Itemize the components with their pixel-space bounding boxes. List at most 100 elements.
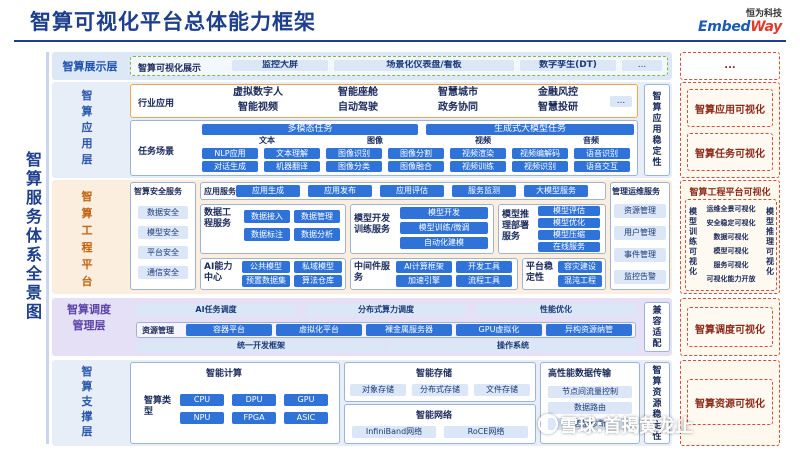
sched-row1-item: 分布式算力调度	[306, 304, 466, 316]
task-item: 图像分类	[326, 161, 382, 172]
net-item: InfiniBand网络	[352, 426, 436, 438]
res-label: 资源管理	[142, 326, 174, 335]
task-item: 图像识别	[326, 148, 382, 159]
infra-stability	[644, 362, 670, 444]
app-stability	[644, 84, 670, 176]
display-layer-name: 智算展示层	[62, 60, 118, 73]
sched-layer-name: 智算调度管理层	[67, 303, 111, 332]
task-item: 视频渲染	[450, 148, 506, 159]
sched-row2-item: 虚拟化平台	[276, 324, 362, 336]
model-dev-item: 自动化建模	[400, 237, 488, 249]
page-title: 智算可视化平台总体能力框架	[30, 10, 316, 34]
modal-head: 音频	[583, 136, 599, 145]
platform-item: 容灾建设	[558, 261, 602, 273]
ai-item: 算法仓库	[294, 275, 342, 287]
task-item: 语音交互	[574, 161, 630, 172]
display-side: ...	[680, 52, 780, 80]
model-dev-label: 模型开发训练服务	[354, 214, 391, 235]
task-item: 图像融合	[388, 161, 444, 172]
storage-title: 智能存储	[416, 369, 453, 379]
hp-item: 数据路由	[548, 402, 632, 414]
sched-row1-item: 性能优化	[476, 304, 636, 316]
hp-item: 智能诊断	[548, 418, 632, 430]
data-item: 数据标注	[244, 228, 290, 241]
app-svc-item: 服务监测	[452, 185, 516, 197]
infra-layer-name: 智算支撑层	[81, 365, 93, 438]
industry-item: 虚拟数字人	[233, 87, 283, 98]
chip-item: CPU	[180, 394, 224, 406]
ops-item: 用户管理	[614, 226, 666, 240]
eng-side-item: 运维全景可视化	[706, 205, 756, 213]
infra-side: 智算资源可视化	[680, 360, 780, 446]
app-side-tile	[687, 133, 773, 171]
chip-item: FPGA	[232, 412, 276, 424]
app-side-label-1: 智算应用可视化	[695, 105, 765, 116]
chip-label: 智算类型	[144, 396, 172, 417]
app-svc-label: 应用服务	[204, 187, 236, 196]
model-infer-item: 模型评估	[538, 206, 600, 216]
app-side-label-2: 智算任务可视化	[695, 149, 765, 160]
modal-head: 文本	[259, 136, 275, 145]
industry-item: 智慧城市	[438, 87, 478, 98]
hp-title: 高性能数据传输	[548, 369, 612, 379]
task-item: 视频识别	[512, 161, 568, 172]
app-svc-item: 应用发布	[308, 185, 372, 197]
app-side-tile	[687, 89, 773, 127]
eng-side-item: 模型可视化	[713, 247, 749, 255]
ops-item: 监控告警	[614, 270, 666, 284]
task-item: 图像分割	[388, 148, 444, 159]
modal-head: 视频	[475, 136, 491, 145]
eng-side-inner	[685, 199, 777, 291]
modal-head: 图像	[367, 136, 383, 145]
mid-item: 开发工具	[456, 261, 512, 273]
task-item: 机器翻译	[264, 161, 320, 172]
sched-row3-item: 统一开发框架	[136, 340, 386, 352]
task-item: 视频编解码	[512, 148, 568, 159]
logo: 恒为科技 EmbedWay	[698, 6, 782, 35]
security-title: 智算安全服务	[134, 187, 182, 196]
task-item: 文本理解	[264, 148, 320, 159]
app-side: 智算应用可视化 智算任务可视化	[680, 82, 780, 178]
logo-en: EmbedWay	[698, 19, 782, 35]
app-layer-name: 智算应用层	[81, 89, 93, 166]
sched-side-tile	[687, 307, 773, 347]
ai-label: AI能力中心	[204, 262, 233, 283]
eng-side-item: 数据可视化	[713, 233, 749, 241]
eng-side-right-label: 模型推理可视化	[766, 207, 774, 276]
net-title: 智能网络	[416, 411, 453, 421]
industry-item: 智慧投研	[538, 102, 578, 113]
header-divider	[14, 40, 786, 42]
ops-item: 事件管理	[614, 248, 666, 262]
sched-row3-item: 操作系统	[388, 340, 638, 352]
app-svc-item: 应用评估	[380, 185, 444, 197]
eng-side-item: 可视化能力开放	[706, 275, 756, 283]
ai-item: 预置数据集	[242, 275, 290, 287]
display-item: ...	[622, 60, 662, 71]
infra-stability-label: 智算资源稳定性	[652, 366, 662, 442]
infra-side-label: 智算资源可视化	[695, 399, 765, 410]
task-item: 视频训练	[450, 161, 506, 172]
watermark: 雪球:首揭黄龙止	[560, 416, 694, 437]
eng-side: 智算工程平台可视化 模型训练可视化 模型推理可视化 运维全景可视化安全稳定可视化…	[680, 180, 780, 294]
model-infer-item: 模型压缩	[538, 230, 600, 240]
big-title-bar	[46, 52, 49, 444]
task-item: NLP应用	[202, 148, 258, 159]
chip-item: GPU	[284, 394, 328, 406]
ai-item: 私域模型	[294, 261, 342, 273]
industry-label: 行业应用	[138, 99, 175, 109]
model-dev-item: 模型训练/微调	[400, 222, 488, 234]
genai-bar: 生成式大模型任务	[426, 124, 634, 135]
app-stability-label: 智算应用稳定性	[652, 92, 662, 168]
security-item: 平台安全	[138, 246, 188, 259]
display-item: 数字孪生(DT)	[520, 60, 616, 71]
storage-item: 文件存储	[474, 384, 530, 396]
security-item: 模型安全	[138, 226, 188, 239]
security-item: 数据安全	[138, 206, 188, 219]
platform-label: 平台稳定性	[526, 262, 554, 283]
chip-item: ASIC	[284, 412, 328, 424]
big-vertical-title: 智算服务体系全景图	[25, 150, 42, 321]
sched-side: 智算调度可视化	[680, 298, 780, 356]
industry-item: 智能座舱	[338, 87, 378, 98]
sched-row2-item: 容器平台	[186, 324, 272, 336]
data-label: 数据工程服务	[204, 208, 232, 229]
